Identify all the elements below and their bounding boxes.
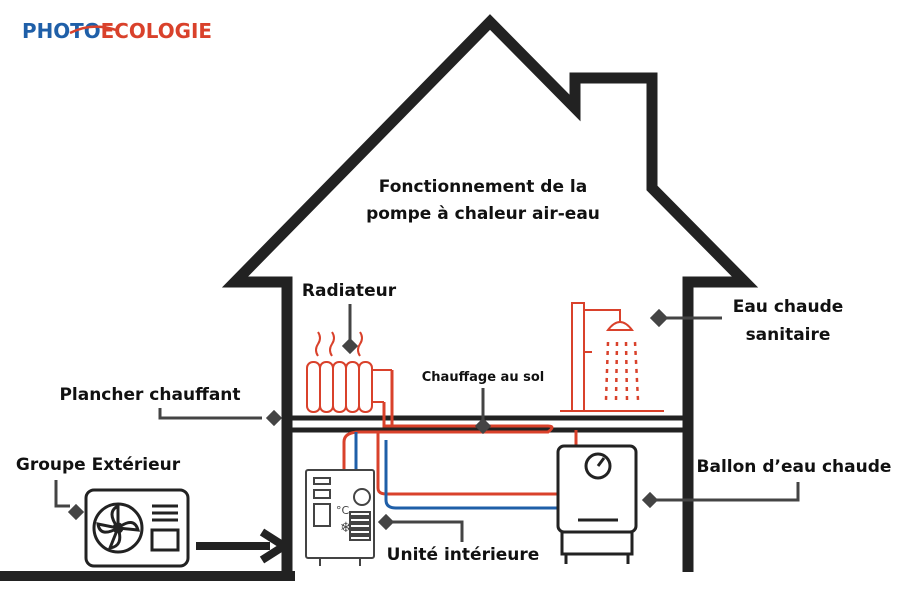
heat-wave bbox=[315, 331, 321, 357]
label-unite: Unité intérieure bbox=[387, 545, 540, 565]
label-chauffage-sol: Chauffage au sol bbox=[422, 370, 544, 385]
label-radiateur: Radiateur bbox=[302, 281, 397, 301]
house-walls-roof bbox=[221, 14, 759, 572]
outdoor-to-indoor-arrow bbox=[196, 528, 292, 564]
thermostat-unit: °C bbox=[336, 504, 350, 517]
heat-wave bbox=[329, 331, 335, 357]
indoor-unit bbox=[305, 469, 375, 566]
radiator bbox=[306, 331, 392, 413]
logo-swoosh bbox=[69, 25, 117, 35]
floor-slab bbox=[287, 415, 688, 433]
label-eau-chaude-line2: sanitaire bbox=[746, 325, 831, 345]
title-line1: Fonctionnement de la bbox=[379, 177, 587, 197]
heat-wave bbox=[357, 331, 363, 357]
hot-water-tank bbox=[556, 444, 638, 564]
logo: PHOTOECOLOGIE bbox=[22, 19, 212, 43]
label-plancher: Plancher chauffant bbox=[59, 385, 240, 405]
snowflake-icon: ❄ bbox=[340, 520, 352, 536]
label-eau-chaude-line1: Eau chaude bbox=[733, 297, 844, 317]
leader-lines bbox=[54, 304, 800, 542]
logo-part2: ECOLOGIE bbox=[101, 19, 212, 43]
shower bbox=[560, 302, 664, 412]
underfloor-heating-pipe bbox=[382, 402, 554, 434]
label-groupe: Groupe Extérieur bbox=[16, 455, 181, 475]
title-line2: pompe à chaleur air-eau bbox=[366, 204, 600, 224]
label-ballon: Ballon d’eau chaude bbox=[697, 457, 892, 477]
outdoor-unit bbox=[84, 488, 190, 568]
svg-text:PHOTOECOLOGIE: PHOTOECOLOGIE bbox=[22, 19, 212, 43]
cold-pipes bbox=[354, 432, 600, 510]
logo-part1: PHOTO bbox=[22, 19, 101, 43]
house-outline bbox=[221, 14, 759, 572]
